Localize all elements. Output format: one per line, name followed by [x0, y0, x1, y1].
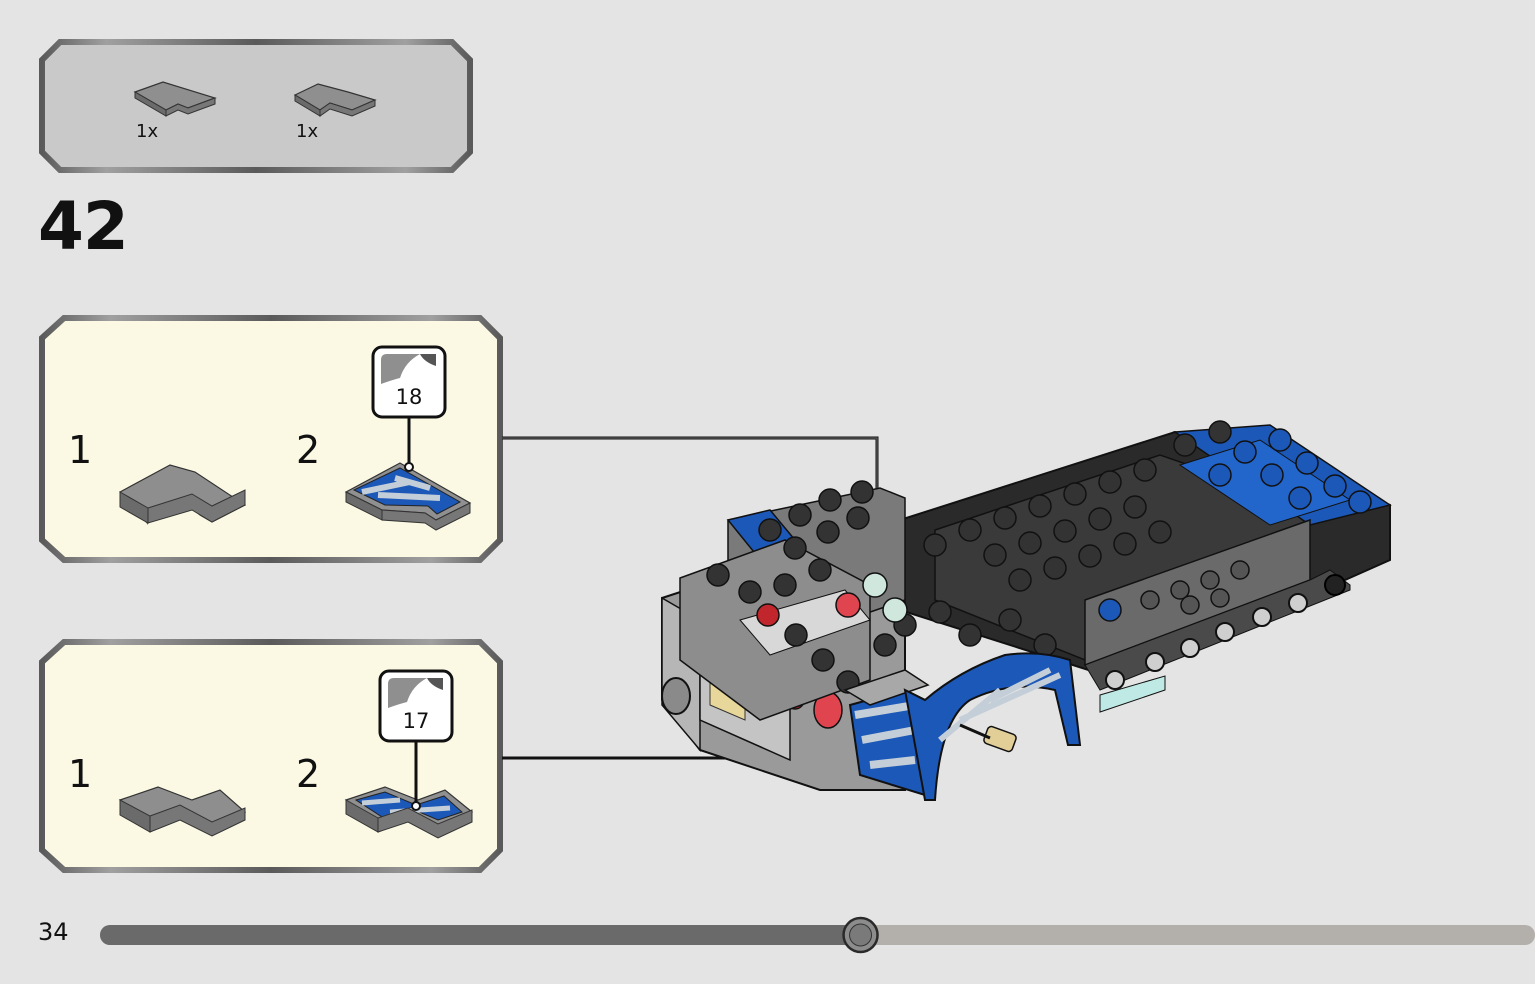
step-number: 42	[38, 188, 129, 265]
substep-label-1-2: 2	[296, 428, 321, 472]
stickered-corner-tile-icon	[344, 462, 472, 531]
corner-tile-icon	[133, 81, 217, 117]
part-quantity-2: 1x	[296, 121, 319, 142]
part-quantity-1: 1x	[136, 121, 159, 142]
car-model-illustration	[661, 420, 1392, 801]
sticker-badge-18	[371, 345, 447, 419]
page-number: 34	[38, 918, 69, 946]
sticker-number-1: 18	[395, 385, 423, 409]
bent-tile-icon	[118, 786, 247, 837]
substep-label-2-2: 2	[296, 752, 321, 796]
substep-label-1-1: 1	[68, 428, 93, 472]
substep-label-2-1: 1	[68, 752, 93, 796]
sticker-number-2: 17	[402, 709, 430, 733]
stickered-bent-tile-icon	[344, 786, 474, 839]
progress-bar	[100, 916, 1535, 954]
corner-tile-icon	[119, 464, 247, 525]
parts-list-panel	[39, 39, 473, 173]
bent-tile-icon	[293, 83, 377, 117]
sticker-badge-17	[378, 669, 454, 743]
